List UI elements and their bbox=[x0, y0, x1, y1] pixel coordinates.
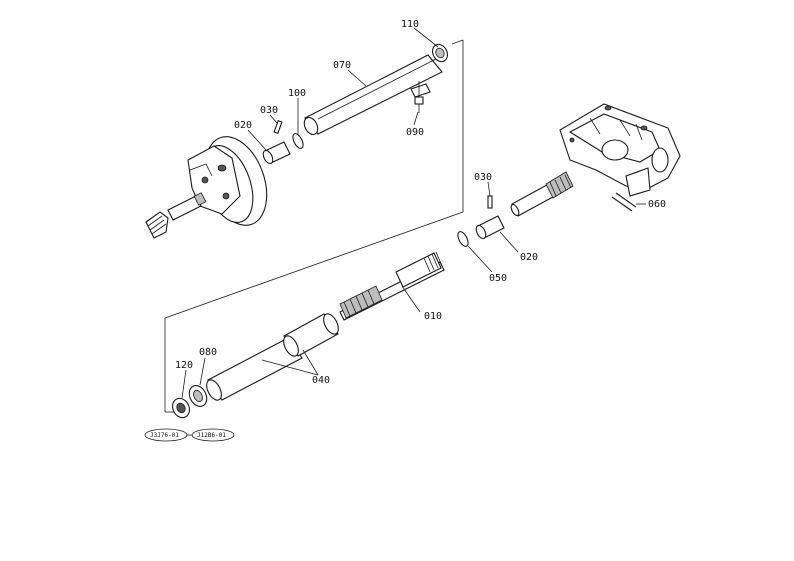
label-030-upper: 030 bbox=[260, 105, 278, 116]
label-110: 110 bbox=[401, 19, 419, 30]
label-030-lower: 030 bbox=[474, 172, 492, 183]
oring-050 bbox=[457, 231, 469, 247]
bearing-120 bbox=[171, 397, 191, 419]
reference-codes: J3J76-01 J12B6-01 bbox=[144, 428, 235, 442]
label-020-upper: 020 bbox=[234, 120, 252, 131]
housing-flange bbox=[187, 136, 268, 226]
label-070: 070 bbox=[333, 60, 351, 71]
ref-code-2: J12B6-01 bbox=[197, 432, 226, 439]
label-050: 050 bbox=[489, 273, 507, 284]
tube-040 bbox=[206, 313, 339, 401]
label-010: 010 bbox=[424, 311, 442, 322]
label-100: 100 bbox=[288, 88, 306, 99]
bushing-020-upper bbox=[262, 141, 291, 165]
pinion-shaft bbox=[145, 192, 207, 239]
leader-lines bbox=[181, 27, 646, 399]
ref-code-1: J3J76-01 bbox=[150, 432, 179, 439]
pin-030-lower bbox=[487, 195, 493, 209]
output-shaft bbox=[510, 171, 574, 217]
part-labels: 110 070 100 030 020 090 030 060 020 050 … bbox=[175, 19, 666, 386]
assembly-frame bbox=[164, 39, 464, 413]
pin-030-upper bbox=[273, 119, 283, 135]
shaft-010 bbox=[339, 251, 445, 321]
seal-080 bbox=[188, 384, 208, 408]
label-020-lower: 020 bbox=[520, 252, 538, 263]
transmission-case bbox=[559, 103, 681, 197]
tube-070 bbox=[303, 54, 443, 136]
bushing-020-lower bbox=[475, 215, 505, 240]
label-040: 040 bbox=[312, 375, 330, 386]
label-120: 120 bbox=[175, 360, 193, 371]
label-090: 090 bbox=[406, 127, 424, 138]
label-060: 060 bbox=[648, 199, 666, 210]
label-080: 080 bbox=[199, 347, 217, 358]
bolt-090 bbox=[410, 81, 431, 113]
oring-100 bbox=[292, 133, 304, 149]
pin-060 bbox=[611, 192, 637, 212]
